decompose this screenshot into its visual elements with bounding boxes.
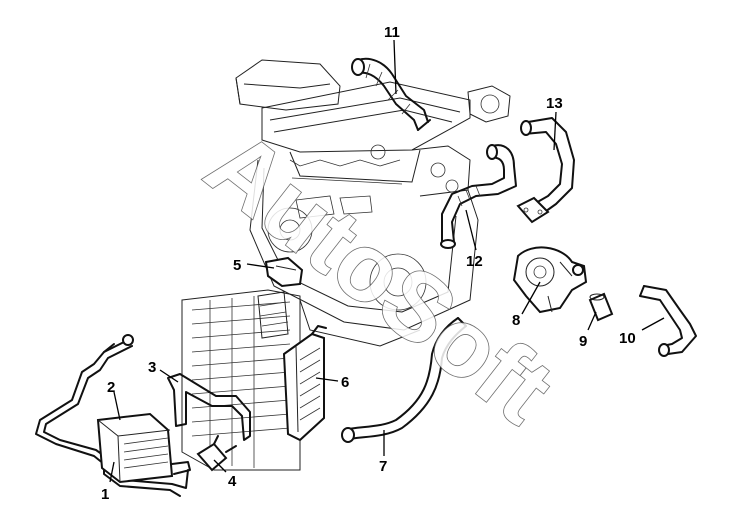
- callout-6: 6: [341, 374, 349, 391]
- callout-1: 1: [101, 486, 109, 503]
- part-6-intercooler: [282, 325, 327, 442]
- callout-13: 13: [546, 95, 563, 112]
- part-7-hose: [341, 317, 467, 443]
- part-13-elbow: [516, 117, 575, 224]
- part-8-turbo: [512, 246, 588, 314]
- part-2-oil-cooler: [96, 412, 191, 484]
- part-11-intake-hose: [351, 57, 431, 131]
- part-1-cooler-pipes: [35, 334, 189, 497]
- callout-11: 11: [384, 24, 400, 41]
- callout-10: 10: [619, 330, 636, 347]
- part-3-bracket: [167, 373, 251, 441]
- part-5-housing: [264, 256, 304, 288]
- callout-12: 12: [466, 253, 483, 270]
- part-10-hose: [639, 285, 697, 357]
- leader-lines: [109, 39, 665, 483]
- callouts: 1 2 3 4 5 6 7 8 9 10 11 12 13: [101, 24, 636, 503]
- part-4-sensor: [196, 435, 237, 472]
- callout-9: 9: [579, 333, 587, 350]
- callout-7: 7: [379, 458, 387, 475]
- callout-3: 3: [148, 359, 156, 376]
- callout-4: 4: [228, 473, 237, 490]
- callout-2: 2: [107, 379, 115, 396]
- callout-8: 8: [512, 312, 520, 329]
- engine-block: [181, 59, 511, 471]
- callout-5: 5: [233, 257, 241, 274]
- part-12-pipe: [440, 144, 517, 249]
- part-9-sleeve: [588, 292, 614, 322]
